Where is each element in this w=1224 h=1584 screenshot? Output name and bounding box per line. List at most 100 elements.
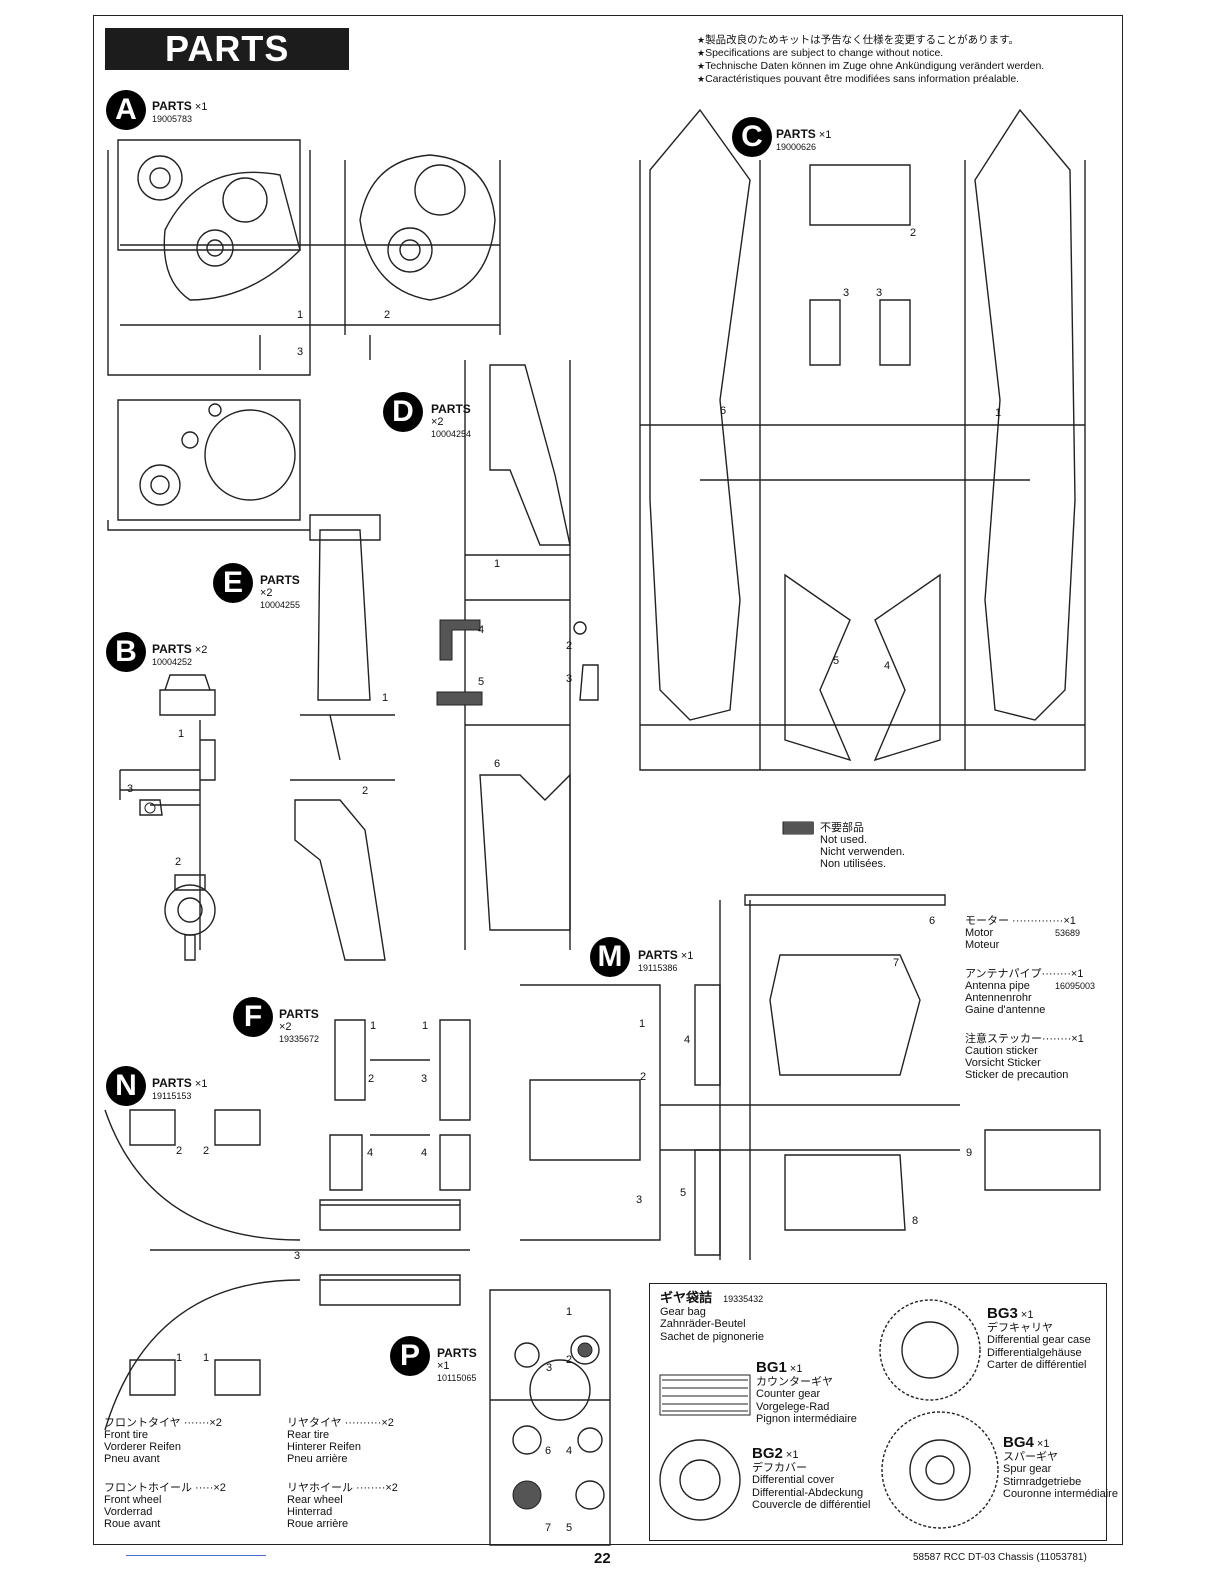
gear-bag-box <box>649 1283 1107 1541</box>
side-item-motor-code: 53689 <box>1055 928 1081 938</box>
side-item-sticker-jp: 注意ステッカー········×1 <box>965 1033 1084 1045</box>
sprue-n-drawing <box>104 1109 470 1431</box>
model-name: 58587 RCC DT-03 Chassis (11053781) <box>913 1552 1087 1563</box>
part-num-c2: 2 <box>910 227 917 239</box>
group-e-parts: PARTS <box>260 573 300 587</box>
bg3-de: Differentialgehäuse <box>987 1346 1082 1359</box>
not-used-swatch <box>784 822 814 834</box>
not-used-legend: 不要部品 Not used. Nicht verwenden. Non util… <box>784 822 905 870</box>
gear-bag-jp: ギヤ袋詰 <box>660 1290 713 1305</box>
group-e-label: PARTS ×2 10004255 <box>260 574 300 611</box>
notice-fr: Caractéristiques pouvant être modifiées … <box>697 73 1044 86</box>
part-num-e2: 2 <box>362 785 369 797</box>
bg3-id: BG3 <box>987 1305 1018 1322</box>
side-item-sticker-fr: Sticker de precaution <box>965 1069 1069 1081</box>
part-num-d6: 6 <box>494 758 501 770</box>
side-item-motor-en: Motor <box>965 927 994 939</box>
part-num-m8: 8 <box>912 1215 919 1227</box>
gear-bag-code: 19335432 <box>723 1294 764 1304</box>
group-a-parts: PARTS <box>152 99 192 113</box>
front-wheel-en: Front wheel <box>104 1494 162 1506</box>
bg4-fr: Couronne intermédiaire <box>1003 1488 1118 1500</box>
sprue-c-drawing <box>639 108 1086 835</box>
part-num-n1a: 1 <box>176 1352 183 1364</box>
notice-jp: 製品改良のためキットは予告なく仕様を変更することがあります。 <box>697 34 1044 47</box>
sprue-m-drawing <box>520 894 1101 1260</box>
group-f-badge: F <box>233 997 273 1037</box>
group-m-label: PARTS ×1 19115386 <box>638 949 693 974</box>
bg2-en: Differential cover <box>752 1474 835 1486</box>
part-num-f4b: 4 <box>421 1147 428 1159</box>
part-num-c3a: 3 <box>843 287 850 299</box>
group-e-badge: E <box>213 563 253 603</box>
part-num-c6: 6 <box>720 405 727 417</box>
front-wheel-jp: フロントホイール ·····×2 <box>104 1482 226 1494</box>
group-d-badge: D <box>383 392 423 432</box>
bg4-jp: スパーギヤ <box>1003 1450 1058 1463</box>
bg3-en: Differential gear case <box>987 1334 1091 1346</box>
part-num-d1: 1 <box>494 558 501 570</box>
part-num-d5: 5 <box>478 676 485 688</box>
rear-tire-fr: Pneu arrière <box>287 1453 348 1465</box>
bg1-de: Vorgelege-Rad <box>756 1400 830 1413</box>
part-num-m9: 9 <box>966 1147 973 1159</box>
group-b-parts: PARTS <box>152 642 192 656</box>
group-d-code: 10004254 <box>431 429 472 439</box>
group-b-code: 10004252 <box>152 657 193 667</box>
not-used-jp: 不要部品 <box>820 822 864 834</box>
rear-tire-label: リヤタイヤ ··········×2 Rear tire Hinterer Re… <box>287 1417 394 1465</box>
bg3-qty: ×1 <box>1020 1309 1034 1321</box>
bg4-label: BG4 ×1 スパーギヤ Spur gear Stirnradgetriebe … <box>1003 1435 1118 1501</box>
group-d-qty: ×2 <box>431 416 444 428</box>
part-num-d3: 3 <box>566 673 573 685</box>
bg3-jp: デフキャリヤ <box>987 1321 1053 1334</box>
bg1-qty: ×1 <box>789 1363 803 1375</box>
side-item-sticker: 注意ステッカー········×1 Caution sticker Vorsic… <box>965 1033 1084 1081</box>
side-item-antenna-fr: Gaine d'antenne <box>965 1004 1046 1016</box>
part-num-p4: 4 <box>566 1445 573 1457</box>
part-num-f2: 2 <box>368 1073 375 1085</box>
group-b-badge: B <box>106 632 146 672</box>
not-used-fr: Non utilisées. <box>820 858 887 870</box>
group-m-parts: PARTS <box>638 948 678 962</box>
part-num-f3: 3 <box>421 1073 428 1085</box>
part-num-c1: 1 <box>995 407 1002 419</box>
group-a-code: 19005783 <box>152 114 193 124</box>
rear-wheel-label: リヤホイール ········×2 Rear wheel Hinterrad R… <box>287 1482 398 1530</box>
group-n-code: 19115153 <box>152 1091 192 1101</box>
notice-block: 製品改良のためキットは予告なく仕様を変更することがあります。 Specifica… <box>697 34 1044 86</box>
part-num-n1b: 1 <box>203 1352 210 1364</box>
part-num-m7: 7 <box>893 957 900 969</box>
part-num-m6: 6 <box>929 915 936 927</box>
front-wheel-de: Vorderrad <box>104 1506 153 1518</box>
part-num-m2: 2 <box>640 1071 647 1083</box>
sprue-d-drawing <box>436 360 599 950</box>
group-n-badge: N <box>106 1066 146 1106</box>
front-tire-label: フロントタイヤ ·······×2 Front tire Vorderer Re… <box>104 1417 222 1465</box>
part-num-c3b: 3 <box>876 287 883 299</box>
part-num-p7: 7 <box>545 1522 552 1534</box>
part-num-n2a: 2 <box>176 1145 183 1157</box>
group-m-code: 19115386 <box>638 963 678 973</box>
side-item-antenna-de: Antennenrohr <box>965 992 1032 1004</box>
group-e-code: 10004255 <box>260 600 301 610</box>
group-c-label: PARTS ×1 19000626 <box>776 128 831 153</box>
part-num-e1: 1 <box>382 692 389 704</box>
bg1-fr: Pignon intermédiaire <box>756 1413 857 1425</box>
page-title: PARTS <box>105 28 349 70</box>
part-num-c4: 4 <box>884 660 891 672</box>
group-a-label: PARTS ×1 19005783 <box>152 100 207 125</box>
rear-tire-en: Rear tire <box>287 1429 330 1441</box>
gear-bag-fr: Sachet de pignonerie <box>660 1330 764 1343</box>
bg2-id: BG2 <box>752 1445 783 1462</box>
bg2-fr: Couvercle de différentiel <box>752 1499 871 1511</box>
group-n-label: PARTS ×1 19115153 <box>152 1077 207 1102</box>
gear-bag-header: ギヤ袋詰 19335432 Gear bag Zahnräder-Beutel … <box>660 1290 764 1343</box>
bg2-de: Differential-Abdeckung <box>752 1486 864 1499</box>
front-tire-en: Front tire <box>104 1429 149 1441</box>
side-item-motor-de: Moteur <box>965 939 1000 951</box>
bg4-en: Spur gear <box>1003 1463 1052 1475</box>
sprue-p-drawing <box>489 1289 611 1546</box>
group-f-label: PARTS ×2 19335672 <box>279 1008 319 1045</box>
